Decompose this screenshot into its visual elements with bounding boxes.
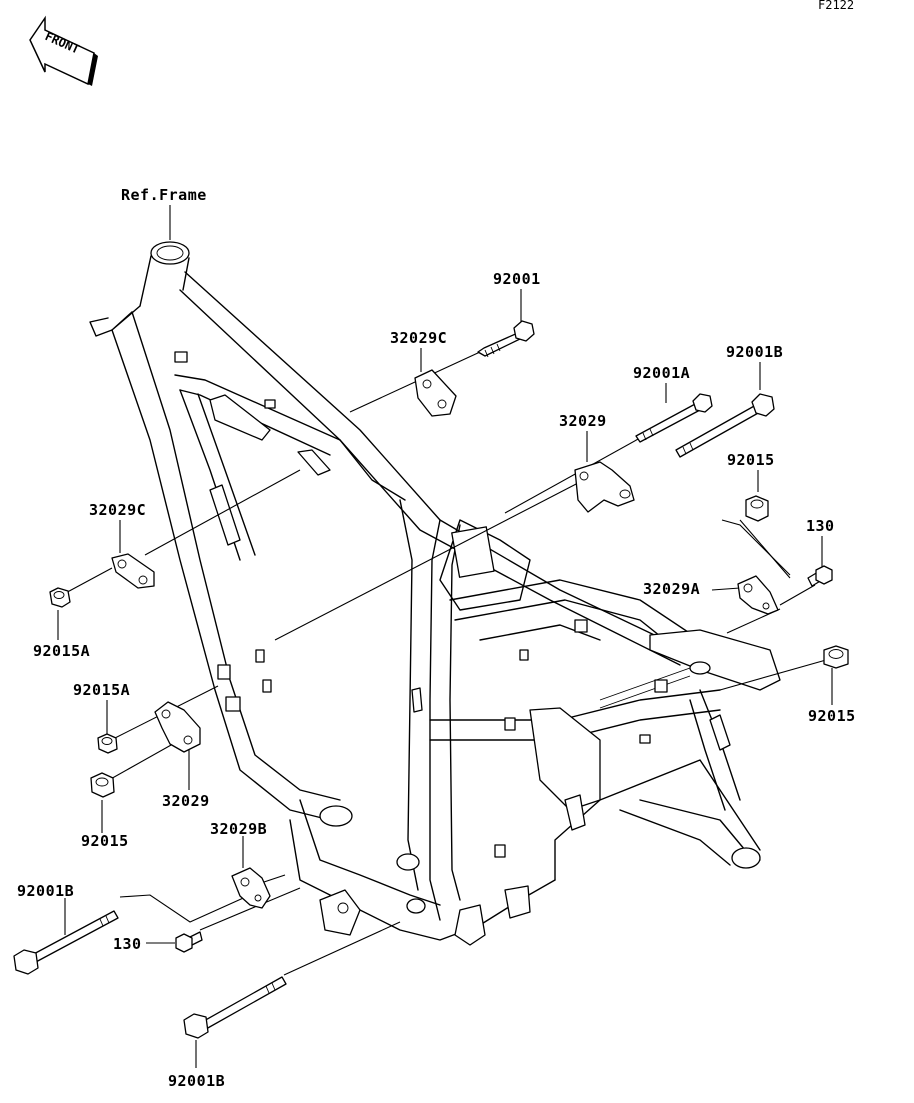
label-92001A: 92001A: [633, 364, 690, 382]
part-nut-92015-right: [823, 645, 849, 669]
part-nut-92015-low: [90, 772, 115, 798]
part-nut-92015A-mid: [97, 733, 118, 754]
label-92001B-bottom: 92001B: [168, 1072, 225, 1090]
part-bracket-32029C-top: [414, 369, 457, 417]
part-bolt-130-right: [807, 565, 833, 587]
part-bolt-92001: [477, 320, 535, 358]
part-bracket-32029-mid: [574, 461, 635, 513]
label-32029-mid: 32029: [559, 412, 607, 430]
label-32029C-top: 32029C: [390, 329, 447, 347]
label-92015-right: 92015: [808, 707, 856, 725]
part-bracket-32029C-left: [111, 553, 155, 589]
label-32029A: 32029A: [643, 580, 700, 598]
label-92001B-top: 92001B: [726, 343, 783, 361]
part-bracket-32029A: [737, 575, 779, 615]
label-92015A-mid: 92015A: [73, 681, 130, 699]
label-ref-frame: Ref.Frame: [121, 186, 207, 204]
label-32029C-left: 32029C: [89, 501, 146, 519]
label-130-low: 130: [113, 935, 142, 953]
label-32029B: 32029B: [210, 820, 267, 838]
part-bolt-92001B-left: [13, 910, 119, 975]
label-32029-low: 32029: [162, 792, 210, 810]
part-bolt-130-low: [175, 931, 203, 953]
front-arrow-icon: FRONT: [29, 15, 98, 86]
label-92001: 92001: [493, 270, 541, 288]
part-bracket-32029B: [231, 867, 271, 909]
label-92015A-left: 92015A: [33, 642, 90, 660]
part-bracket-32029-low: [154, 701, 201, 753]
part-nut-92015A-left: [49, 587, 71, 608]
figure-code: F2122: [818, 0, 854, 12]
label-92015-top: 92015: [727, 451, 775, 469]
label-92001B-left: 92001B: [17, 882, 74, 900]
part-bolt-92001B-bottom: [183, 976, 287, 1039]
part-bolt-92001B-top: [675, 393, 775, 458]
part-labels: Ref.Frame 92001 32029C 92001A 92001B 320…: [17, 186, 856, 1090]
label-130-right: 130: [806, 517, 835, 535]
part-nut-92015-top: [745, 495, 769, 522]
motorcycle-frame: [89, 241, 781, 946]
label-92015-low: 92015: [81, 832, 129, 850]
part-bolt-92001A: [635, 393, 713, 443]
